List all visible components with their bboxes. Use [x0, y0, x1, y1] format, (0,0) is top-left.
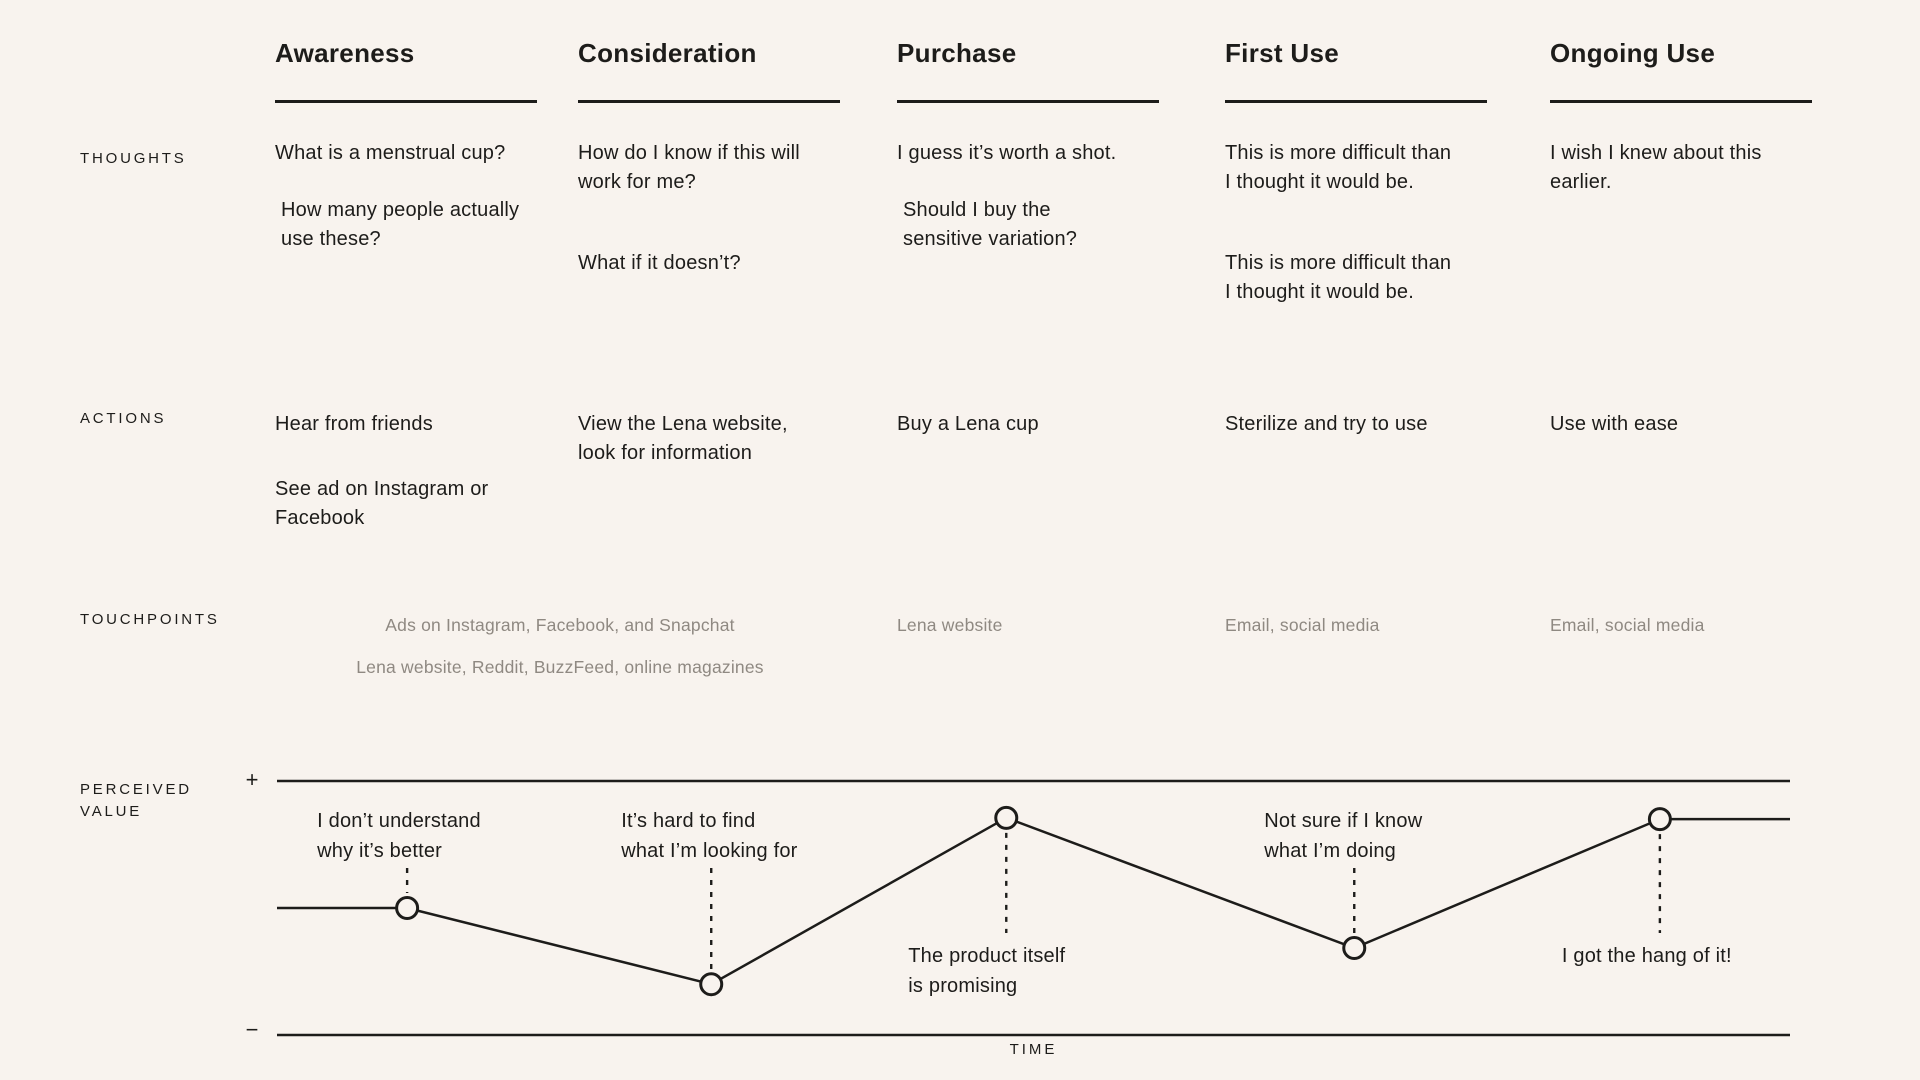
- thought-item-line: earlier.: [1550, 171, 1612, 193]
- touchpoint-ongoing-use: Email, social media: [1550, 615, 1705, 635]
- thought-item-line: I wish I knew about this: [1550, 142, 1762, 164]
- chart-point-marker: [395, 896, 420, 920]
- thought-item: This is more difficult than I thought it …: [1225, 139, 1507, 197]
- chart-annotation: I got the hang of it!: [1562, 941, 1732, 971]
- row-label-touchpoints: TOUCHPOINTS: [80, 611, 220, 628]
- action-item: Buy a Lena cup: [897, 410, 1179, 439]
- touchpoint-first-use: Email, social media: [1225, 615, 1380, 635]
- thought-item-line: What if it doesn’t?: [578, 252, 741, 274]
- thought-item: I wish I knew about this earlier.: [1550, 139, 1832, 197]
- action-item-line: Use with ease: [1550, 413, 1679, 435]
- touchpoint-text: Lena website, Reddit, BuzzFeed, online m…: [356, 657, 764, 677]
- action-item-line: Hear from friends: [275, 413, 433, 435]
- chart-annotation-line: what I’m doing: [1264, 840, 1397, 862]
- thought-item-line: How many people actually: [281, 199, 520, 221]
- chart-annotation-line: The product itself: [908, 945, 1066, 967]
- stage-title-awareness: Awareness: [275, 38, 415, 68]
- thought-item: This is more difficult than I thought it …: [1225, 225, 1507, 307]
- thought-item-line: What is a menstrual cup?: [275, 142, 506, 164]
- thought-item-line: work for me?: [578, 171, 696, 193]
- thought-item: What is a menstrual cup?: [275, 139, 557, 168]
- chart-point-marker: [699, 972, 724, 997]
- chart-point-marker: [1342, 936, 1367, 961]
- thought-item: How do I know if this will work for me?: [578, 139, 860, 197]
- perceived-value-line1: PERCEIVED: [80, 781, 192, 798]
- row-label-thoughts: THOUGHTS: [80, 150, 187, 167]
- action-item-line: View the Lena website,: [578, 413, 788, 435]
- action-item-line: Buy a Lena cup: [897, 413, 1039, 435]
- chart-annotation: It’s hard to find what I’m looking for: [621, 806, 797, 866]
- chart-annotation: Not sure if I know what I’m doing: [1264, 806, 1422, 866]
- chart-annotation: I don’t understand why it’s better: [317, 806, 481, 866]
- time-axis-label: TIME: [1009, 1041, 1058, 1058]
- chart-point-marker: [994, 805, 1019, 830]
- action-item: Hear from friends: [275, 410, 557, 439]
- touchpoint-text: Ads on Instagram, Facebook, and Snapchat: [385, 615, 735, 635]
- row-label-perceived-value: PERCEIVED VALUE: [80, 779, 192, 823]
- chart-annotation-line: I don’t understand: [317, 810, 481, 832]
- stage-underline: [897, 100, 1159, 103]
- action-item: View the Lena website, look for informati…: [578, 410, 860, 468]
- action-item: Sterilize and try to use: [1225, 410, 1507, 439]
- action-item: See ad on Instagram or Facebook: [275, 475, 557, 533]
- thought-item-line: I thought it would be.: [1225, 171, 1414, 193]
- action-item-line: See ad on Instagram or: [275, 478, 489, 500]
- chart-annotation-line: why it’s better: [317, 840, 443, 862]
- stage-underline: [578, 100, 840, 103]
- touchpoint-purchase: Lena website: [897, 615, 1003, 635]
- chart-annotation: The product itself is promising: [908, 941, 1065, 1001]
- stage-title-consideration: Consideration: [578, 38, 757, 68]
- thought-item-line: I thought it would be.: [1225, 281, 1414, 303]
- thought-item: How many people actually use these?: [275, 196, 557, 254]
- minus-axis-label: −: [245, 1017, 259, 1042]
- chart-annotation-line: I got the hang of it!: [1561, 945, 1732, 967]
- stage-underline: [1550, 100, 1812, 103]
- thought-item-line: Should I buy the: [903, 199, 1051, 221]
- touchpoints-awareness-consideration: Ads on Instagram, Facebook, and Snapchat…: [272, 611, 848, 695]
- action-item-line: Facebook: [275, 507, 365, 529]
- stage-title-purchase: Purchase: [897, 38, 1017, 68]
- action-item-line: look for information: [578, 442, 753, 464]
- stage-title-ongoing-use: Ongoing Use: [1550, 38, 1716, 68]
- row-label-actions: ACTIONS: [80, 410, 167, 427]
- stage-underline: [275, 100, 537, 103]
- stage-underline: [1225, 100, 1487, 103]
- thought-item: I guess it’s worth a shot.: [897, 139, 1179, 168]
- thought-item: Should I buy the sensitive variation?: [897, 196, 1179, 254]
- plus-axis-label: +: [245, 767, 259, 792]
- chart-point-marker: [1647, 807, 1672, 832]
- action-item-line: Sterilize and try to use: [1225, 413, 1428, 435]
- thought-item-line: This is more difficult than: [1225, 252, 1452, 274]
- perceived-value-line2: VALUE: [80, 803, 143, 820]
- action-item: Use with ease: [1550, 410, 1832, 439]
- chart-annotation-line: is promising: [908, 975, 1018, 997]
- chart-annotation-line: It’s hard to find: [621, 810, 756, 832]
- thought-item: What if it doesn’t?: [578, 225, 860, 278]
- thought-item-line: This is more difficult than: [1225, 142, 1452, 164]
- thought-item-line: I guess it’s worth a shot.: [897, 142, 1117, 164]
- thought-item-line: sensitive variation?: [903, 228, 1078, 250]
- thought-item-line: How do I know if this will: [578, 142, 800, 164]
- thought-item-line: use these?: [281, 228, 381, 250]
- stage-title-first-use: First Use: [1225, 38, 1339, 68]
- chart-annotation-line: Not sure if I know: [1264, 810, 1423, 832]
- chart-annotation-line: what I’m looking for: [621, 840, 798, 862]
